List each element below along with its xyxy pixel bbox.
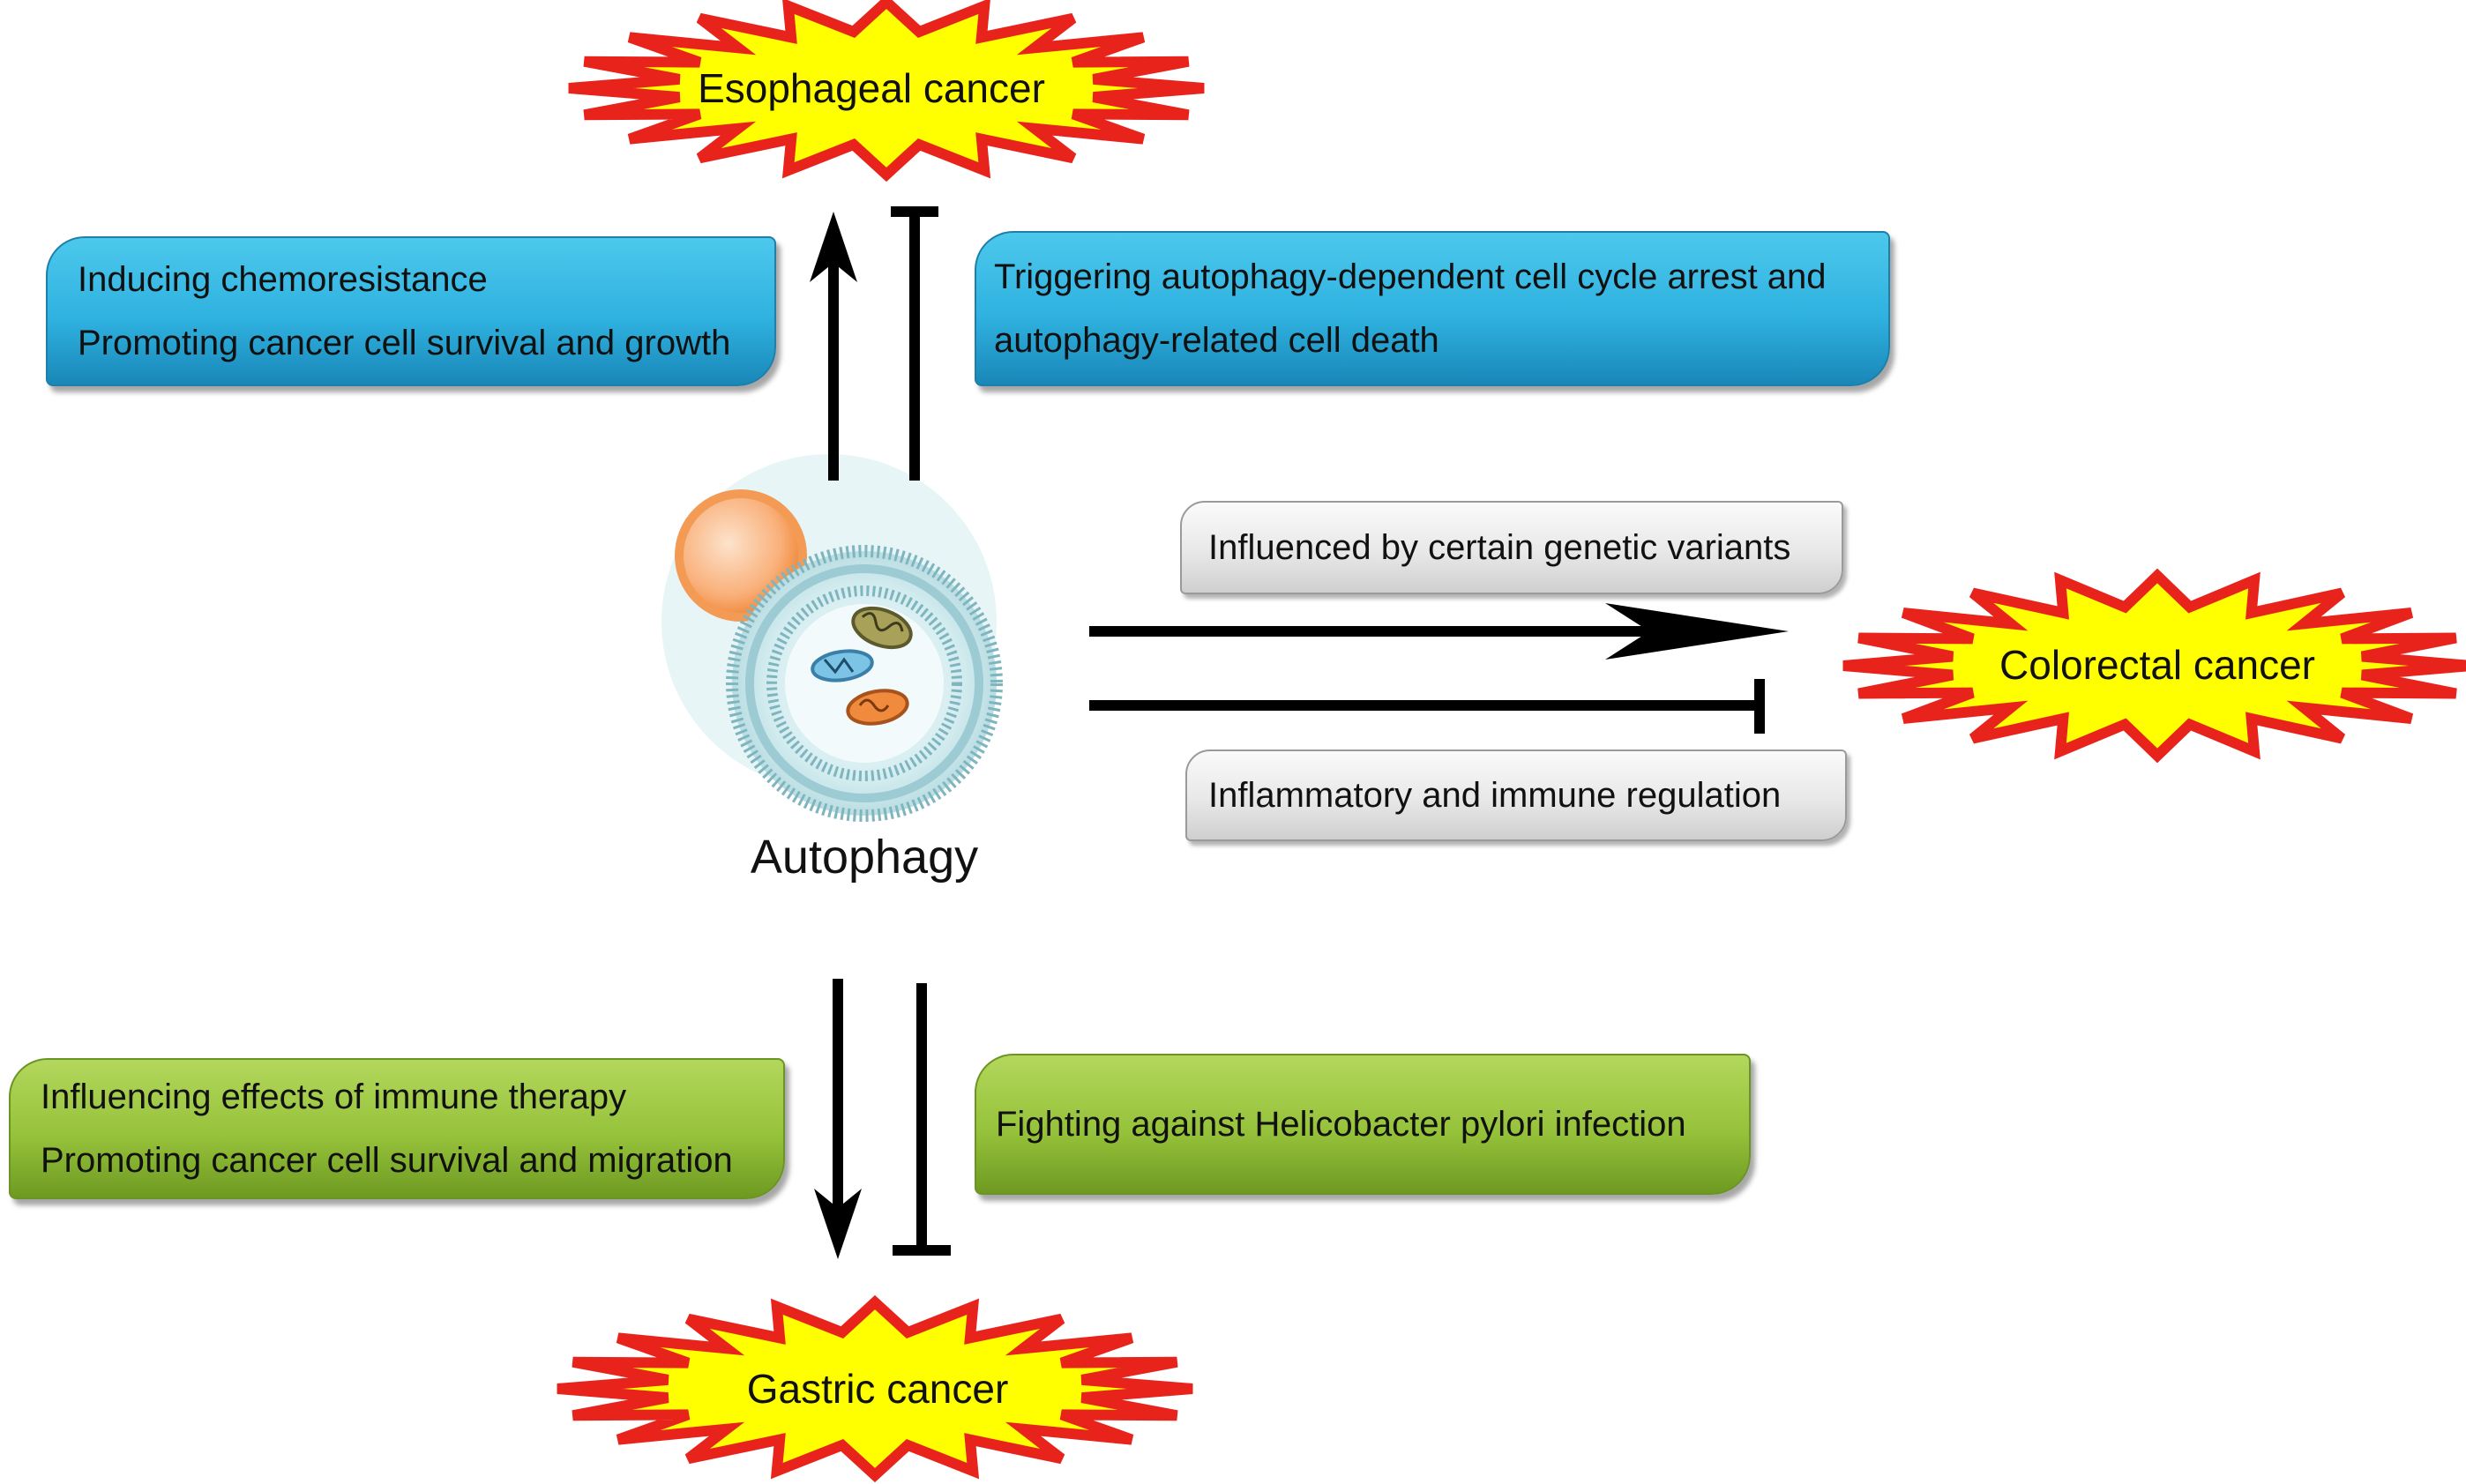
gastric-inhibit-box: Fighting against Helicobacter pylori inf… [975,1054,1751,1195]
box-text-line: Inflammatory and immune regulation [1208,776,1782,815]
gastric-inhibit-connector [893,983,951,1256]
colorectal-inhibit-connector [1089,679,1765,734]
esophageal-burst-shape [568,0,1205,183]
colorectal-cancer-label: Colorectal cancer [1999,642,2315,688]
esophageal-inhibit-connector [891,206,938,481]
box-text-line: Triggering autophagy-dependent cell cycl… [994,257,1827,296]
gastric-cancer-label: Gastric cancer [747,1366,1009,1412]
autophagy-label: Autophagy [751,831,978,884]
box-text-line: Promoting cancer cell survival and growt… [78,324,731,362]
colorectal-promote-arrow [1089,603,1789,660]
colorectal-inhibit-box: Inflammatory and immune regulation [1185,749,1847,841]
colorectal-promote-box: Influenced by certain genetic variants [1180,501,1843,594]
box-text-line: autophagy-related cell death [994,321,1439,360]
box-text-line: Influencing effects of immune therapy [41,1078,627,1116]
esophageal-cancer-label: Esophageal cancer [698,65,1045,111]
esophageal-cancer-node: Esophageal cancer [568,0,1205,183]
gastric-promote-arrow [814,979,862,1259]
box-text-line: Inducing chemoresistance [78,260,488,299]
box-text-line: Fighting against Helicobacter pylori inf… [996,1105,1686,1144]
gastric-burst-shape [557,1294,1193,1483]
autophagy-cell-icon [661,454,1003,822]
colorectal-cancer-node: Colorectal cancer [1842,568,2466,764]
box-text-line: Promoting cancer cell survival and migra… [41,1141,733,1180]
esophageal-inhibit-box: Triggering autophagy-dependent cell cycl… [975,231,1890,386]
box-text-line: Influenced by certain genetic variants [1208,528,1791,567]
esophageal-promote-arrow [810,212,857,481]
colorectal-burst-shape [1842,568,2466,764]
gastric-cancer-node: Gastric cancer [557,1294,1193,1483]
